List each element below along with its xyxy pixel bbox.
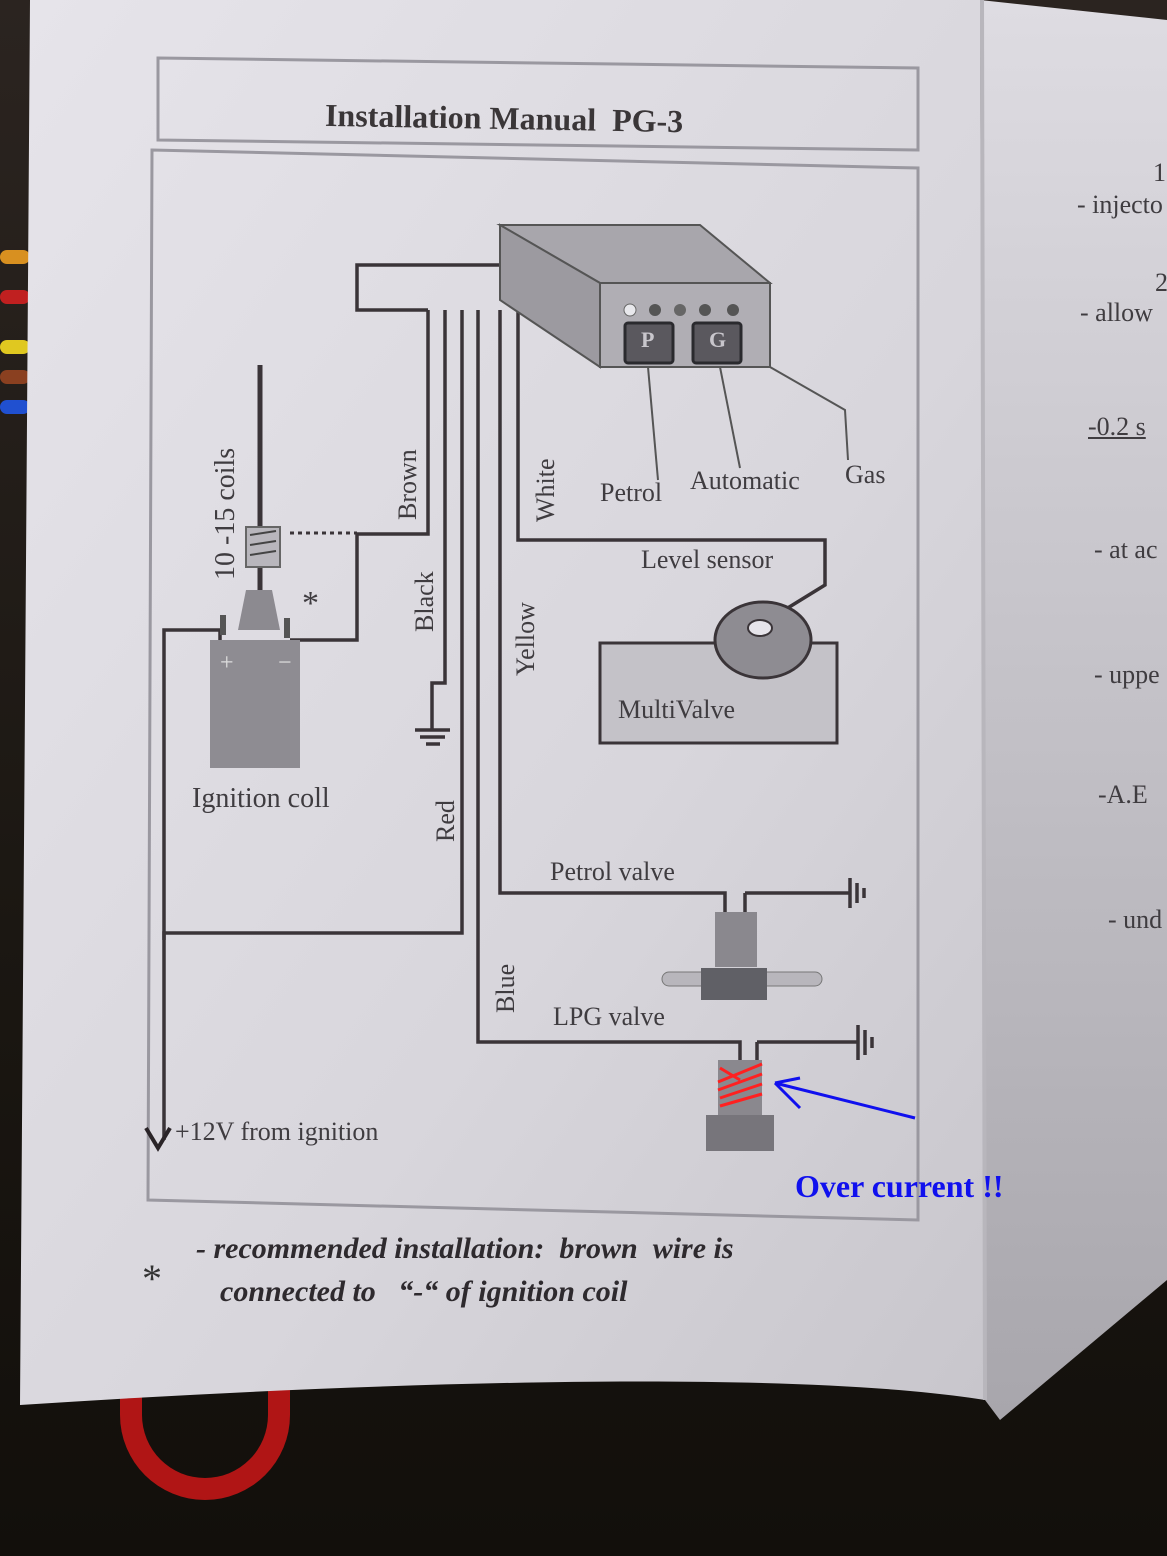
footnote-marker: *	[142, 1256, 162, 1301]
wire-label-yellow: Yellow	[511, 602, 540, 676]
wire-main-loop	[355, 263, 500, 312]
wire-label-white: White	[531, 458, 560, 522]
side-fragment-5: -0.2 s	[1088, 412, 1146, 441]
side-fragment-2: - injecto	[1077, 190, 1163, 219]
ground-petrol	[848, 878, 866, 908]
page-title: Installation Manual PG-3	[324, 96, 684, 140]
ignition-coil-label: Ignition coll	[192, 783, 330, 814]
wire-blue	[476, 310, 742, 1060]
button-g-shape	[691, 321, 743, 365]
switch-label-petrol: Petrol	[600, 478, 663, 507]
switch-label-gas: Gas	[845, 460, 886, 489]
asterisk-marker: *	[302, 585, 319, 622]
petrol-valve-shape	[661, 912, 823, 1000]
wire-black	[430, 310, 447, 730]
controller-button-g[interactable]: G	[709, 327, 727, 352]
switch-label-automatic: Automatic	[690, 466, 800, 495]
wire-yellow	[498, 310, 727, 915]
ignition-coil-body	[210, 640, 300, 768]
wire-white	[516, 310, 827, 627]
annotation-text: Over current !!	[795, 1168, 1004, 1204]
footnote-line-2: connected to “-“ of ignition coil	[220, 1275, 628, 1308]
side-fragment-3: 2	[1155, 268, 1167, 297]
controller-box	[496, 223, 773, 369]
multivalve-label: MultiValve	[618, 695, 735, 724]
annotation-arrow-icon	[773, 1076, 916, 1120]
side-fragment-7: - uppe	[1094, 660, 1160, 689]
side-fragment-6: - at ac	[1094, 535, 1158, 564]
ground-black	[415, 728, 450, 746]
supply-label: +12V from ignition	[175, 1117, 379, 1146]
footnote-line-1: - recommended installation: brown wire i…	[196, 1232, 734, 1265]
button-p-shape	[623, 321, 675, 365]
petrol-valve-label: Petrol valve	[550, 857, 675, 886]
wire-label-black: Black	[410, 571, 439, 632]
level-sensor-dial	[713, 600, 813, 680]
arrow-down-icon	[144, 1126, 172, 1152]
level-sensor-label: Level sensor	[641, 545, 774, 574]
overcurrent-highlight	[717, 1062, 763, 1108]
coil-plus-label: +	[220, 650, 234, 676]
wire-label-red: Red	[431, 800, 460, 842]
side-fragment-8: -A.E	[1098, 780, 1148, 809]
controller-button-p[interactable]: P	[641, 327, 655, 352]
wire-label-blue: Blue	[491, 963, 520, 1013]
coils-label: 10 -15 coils	[210, 447, 241, 580]
ground-lpg	[856, 1025, 874, 1060]
side-fragment-9: - und	[1108, 905, 1163, 934]
coil-minus-label: −	[278, 650, 292, 676]
title-frame	[156, 56, 920, 152]
wire-red	[162, 310, 464, 1140]
lpg-valve-label: LPG valve	[553, 1002, 665, 1031]
wire-label-brown: Brown	[393, 449, 422, 520]
ignition-coil-cap	[238, 590, 280, 630]
paper-right-page	[980, 0, 1167, 1420]
wire-petrol-ground	[743, 891, 850, 915]
diagram-frame	[146, 148, 920, 1222]
wire-lpg-ground	[755, 1040, 858, 1060]
side-fragment-1: 1	[1153, 158, 1166, 187]
wire-bundle	[0, 230, 40, 430]
side-fragment-4: - allow	[1080, 298, 1153, 327]
